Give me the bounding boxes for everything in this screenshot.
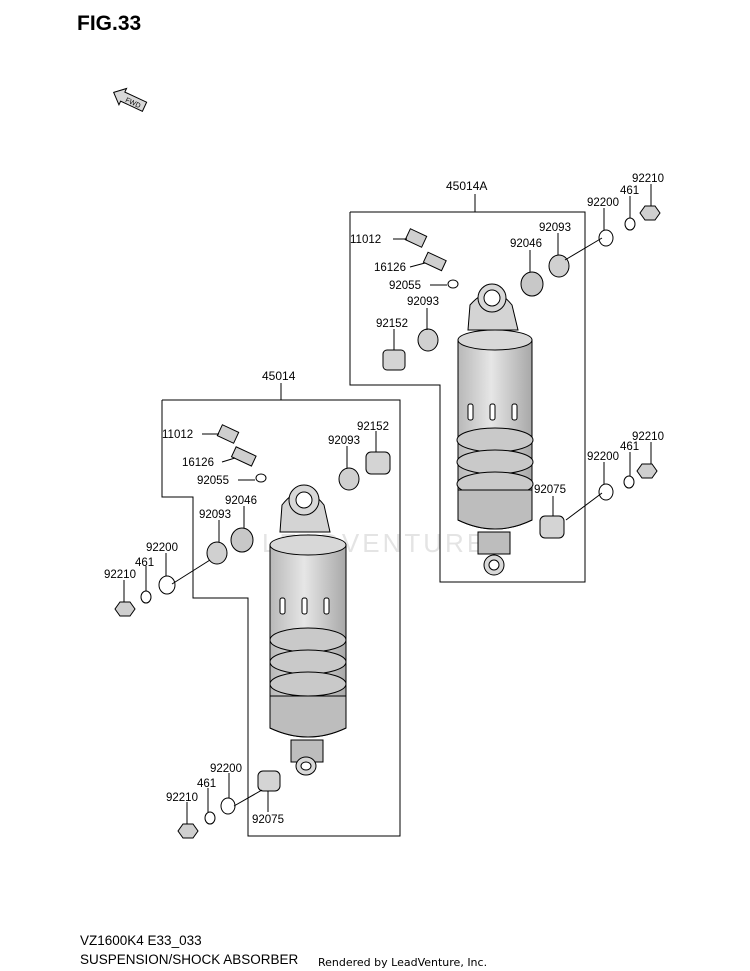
lock-washer-icon (624, 217, 636, 231)
part-label-92210[interactable]: 92210 (166, 792, 198, 804)
part-label-16126[interactable]: 16126 (182, 457, 214, 469)
oil-seal-icon (206, 541, 228, 565)
bearing-icon (230, 527, 254, 553)
part-label-16126[interactable]: 16126 (374, 262, 406, 274)
part-label-92046[interactable]: 92046 (225, 495, 257, 507)
part-label-461[interactable]: 461 (620, 441, 639, 453)
part-label-92075[interactable]: 92075 (534, 484, 566, 496)
collar-icon (365, 451, 391, 475)
nut-icon (177, 823, 199, 839)
oil-seal-icon (417, 328, 439, 352)
washer-icon (220, 797, 236, 815)
part-label-92152[interactable]: 92152 (376, 318, 408, 330)
part-label-92055[interactable]: 92055 (197, 475, 229, 487)
oil-seal-icon (548, 254, 570, 278)
grease-nipple-icon (422, 251, 447, 272)
shock-absorber-left (269, 484, 347, 776)
part-label-92046[interactable]: 92046 (510, 238, 542, 250)
bolt-icon (404, 228, 428, 248)
part-label-92093[interactable]: 92093 (539, 222, 571, 234)
part-label-92093[interactable]: 92093 (407, 296, 439, 308)
part-label-92210[interactable]: 92210 (632, 431, 664, 443)
part-label-461[interactable]: 461 (135, 557, 154, 569)
forward-arrow-icon: FWD (113, 87, 148, 112)
collar-icon (382, 349, 406, 371)
assembly-45014A: 45014A (349, 173, 664, 583)
part-label-92075[interactable]: 92075 (252, 814, 284, 826)
washer-icon (598, 229, 614, 247)
o-ring-icon (255, 473, 267, 483)
o-ring-icon (447, 279, 459, 289)
part-label-92210[interactable]: 92210 (632, 173, 664, 185)
bearing-icon (520, 271, 544, 297)
part-label-92152[interactable]: 92152 (357, 421, 389, 433)
oil-seal-icon (338, 467, 360, 491)
part-label-11012[interactable]: 11012 (350, 234, 381, 246)
figure-title: FIG.33 (77, 12, 141, 35)
part-label-45014A[interactable]: 45014A (446, 179, 487, 193)
part-label-45014[interactable]: 45014 (262, 369, 296, 383)
nut-icon (114, 601, 136, 617)
assembly-45014: 45014 (104, 369, 401, 839)
credit-line: Rendered by LeadVenture, Inc. (318, 956, 487, 969)
lock-washer-icon (140, 590, 152, 604)
washer-icon (158, 575, 176, 595)
part-label-92093[interactable]: 92093 (328, 435, 360, 447)
part-label-461[interactable]: 461 (197, 778, 216, 790)
part-label-92210[interactable]: 92210 (104, 569, 136, 581)
bolt-icon (216, 424, 240, 444)
part-label-461[interactable]: 461 (620, 185, 639, 197)
nut-icon (639, 205, 661, 221)
assembly-frame-left (161, 399, 401, 837)
spacer-icon (539, 515, 565, 539)
part-label-92200[interactable]: 92200 (210, 763, 242, 775)
washer-icon (598, 483, 614, 501)
lock-washer-icon (623, 475, 635, 489)
part-label-92200[interactable]: 92200 (587, 451, 619, 463)
spacer-icon (257, 770, 281, 792)
part-label-92055[interactable]: 92055 (389, 280, 421, 292)
shock-absorber-right (456, 283, 534, 576)
figure-caption: SUSPENSION/SHOCK ABSORBER (80, 952, 299, 967)
lock-washer-icon (204, 811, 216, 825)
model-code: VZ1600K4 E33_033 (80, 933, 202, 948)
grease-nipple-icon (230, 446, 257, 467)
part-label-11012[interactable]: 11012 (162, 429, 193, 441)
part-label-92200[interactable]: 92200 (587, 197, 619, 209)
nut-icon (636, 463, 658, 479)
part-label-92093[interactable]: 92093 (199, 509, 231, 521)
assembly-frame-right (349, 211, 586, 583)
part-label-92200[interactable]: 92200 (146, 542, 178, 554)
